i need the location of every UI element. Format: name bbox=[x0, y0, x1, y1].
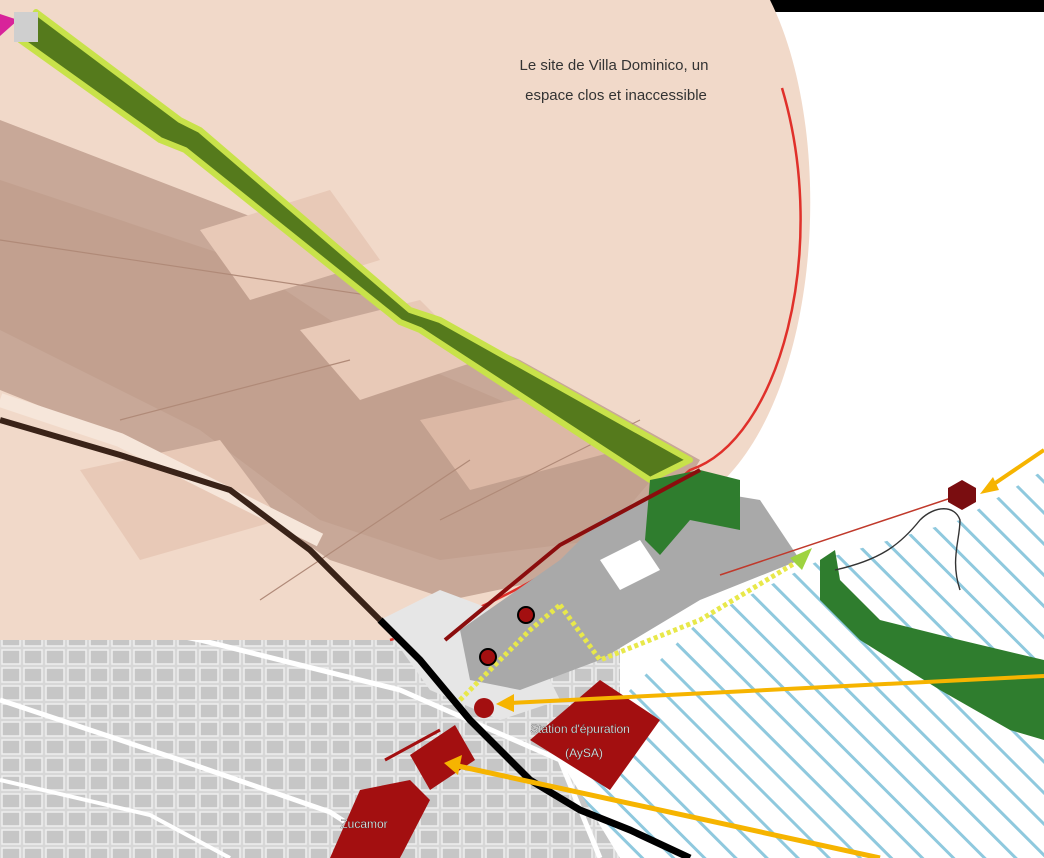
zucamor-label: Zucamor bbox=[340, 817, 387, 831]
enclosure-border bbox=[389, 87, 802, 642]
coast-outline bbox=[834, 508, 961, 591]
green-patch-west bbox=[645, 470, 740, 555]
white-building bbox=[600, 540, 660, 590]
station-label-line1: Station d'épuration bbox=[530, 722, 630, 736]
station-label-line2: (AySA) bbox=[565, 746, 603, 760]
zucamor-block bbox=[330, 780, 430, 858]
arrow-station bbox=[496, 674, 1044, 712]
station-point bbox=[474, 698, 494, 718]
hexagon-marker bbox=[948, 480, 976, 510]
gray-built-block bbox=[460, 490, 800, 690]
pink-marker bbox=[0, 14, 18, 36]
yellow-path bbox=[458, 557, 802, 702]
red-point-1 bbox=[479, 648, 497, 666]
site-caption-line2: espace clos et inaccessible bbox=[525, 87, 707, 104]
brown-road bbox=[0, 417, 383, 623]
site-caption-line1: Le site de Villa Dominico, un bbox=[520, 57, 709, 74]
gray-block-top bbox=[14, 12, 38, 42]
water-area bbox=[560, 470, 1044, 858]
red-segment bbox=[384, 728, 441, 762]
green-triangle-marker bbox=[790, 548, 812, 570]
arrow-red-block bbox=[444, 755, 881, 858]
urban-street-3 bbox=[0, 778, 231, 858]
station-block bbox=[530, 680, 660, 790]
red-boundary-line bbox=[443, 468, 701, 642]
green-patch-east bbox=[820, 550, 1044, 740]
red-point-2 bbox=[517, 606, 535, 624]
red-block-small bbox=[410, 725, 475, 790]
thin-red-line bbox=[719, 494, 961, 576]
arrow-hexagon bbox=[980, 448, 1044, 494]
